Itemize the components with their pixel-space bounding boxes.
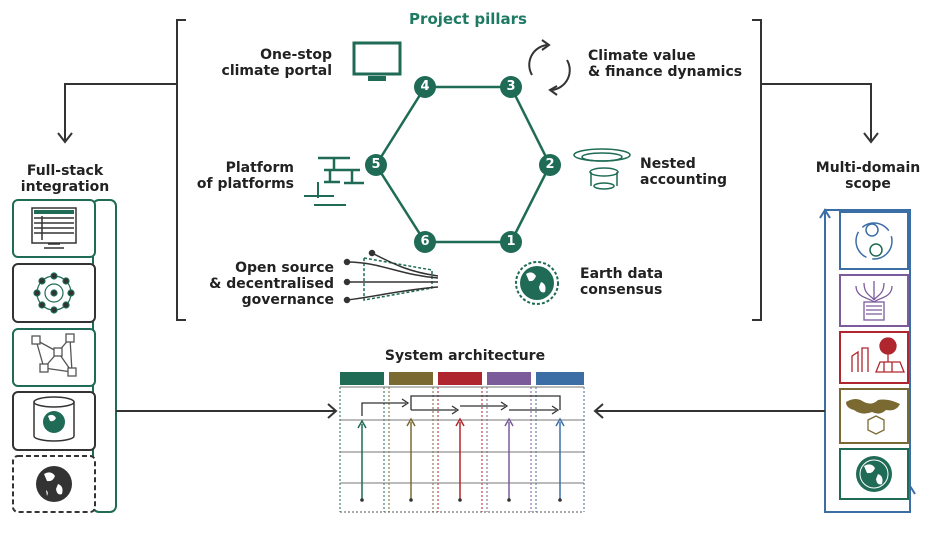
data-tree-icon xyxy=(855,281,893,321)
pillar-1-line2: consensus xyxy=(580,282,663,298)
platform-tree-icon xyxy=(304,156,364,206)
pillar-badge-1: 1 xyxy=(500,231,522,253)
right-card-finance xyxy=(839,211,909,270)
pillars-title: Project pillars xyxy=(409,10,527,28)
architecture-table xyxy=(339,372,585,513)
portal-screen-icon xyxy=(31,207,77,249)
monitor-icon xyxy=(352,41,402,81)
left-title-line2: integration xyxy=(20,179,110,195)
right-card-energy xyxy=(839,331,909,384)
left-bracket-arrow xyxy=(64,83,177,140)
nested-rings-icon xyxy=(573,148,631,190)
pillar-6-line1: Open source xyxy=(235,260,334,276)
right-card-land xyxy=(839,388,909,444)
earth-green-icon xyxy=(856,456,892,492)
pillar-3-line1: Climate value xyxy=(588,48,696,64)
governance-funnel-icon xyxy=(343,249,439,304)
pillar-4-line1: One-stop xyxy=(260,47,332,63)
cycle-arrows-icon xyxy=(528,39,571,96)
pillar-6-line3: governance xyxy=(241,292,334,308)
left-stack-rail xyxy=(92,199,117,513)
pillar-label-2: Nested accounting xyxy=(640,156,750,188)
finance-cycle-icon xyxy=(855,222,893,260)
graph-cubes-icon xyxy=(31,333,77,377)
pillar-5-line2: of platforms xyxy=(196,176,294,192)
left-title-line1: Full-stack xyxy=(26,163,104,179)
left-panel-title: Full-stack integration xyxy=(0,163,130,195)
pillar-4-line2: climate portal xyxy=(221,63,332,79)
pillar-3-line2: & finance dynamics xyxy=(588,64,743,80)
pillar-6-line2: & decentralised xyxy=(209,276,334,292)
pillar-hexagon xyxy=(374,85,552,244)
database-globe-icon xyxy=(33,396,75,442)
architecture-title: System architecture xyxy=(384,348,546,364)
globe-icon xyxy=(515,261,559,305)
pillar-badge-5: 5 xyxy=(365,154,387,176)
pillar-2-line2: accounting xyxy=(640,172,728,188)
pillar-label-1: Earth data consensus xyxy=(580,266,700,298)
pillar-label-6: Open source & decentralised governance xyxy=(190,260,334,308)
land-map-icon xyxy=(846,399,900,435)
pillar-label-5: Platform of platforms xyxy=(180,160,294,192)
right-title-line1: Multi-domain xyxy=(815,160,921,176)
pillar-badge-6: 6 xyxy=(414,231,436,253)
pillar-2-line1: Nested xyxy=(640,156,696,172)
left-bracket xyxy=(176,19,186,321)
network-nodes-icon xyxy=(33,272,75,314)
pillar-label-3: Climate value & finance dynamics xyxy=(588,48,758,80)
pillar-5-line1: Platform xyxy=(225,160,294,176)
right-card-data xyxy=(839,274,909,327)
pillar-badge-4: 4 xyxy=(414,76,436,98)
earth-icon xyxy=(36,466,72,502)
right-bracket xyxy=(752,19,762,321)
right-panel-title: Multi-domain scope xyxy=(800,160,936,192)
pillar-badge-2: 2 xyxy=(539,154,561,176)
energy-plant-icon xyxy=(851,337,905,373)
right-bracket-arrow xyxy=(761,83,872,140)
pillar-label-4: One-stop climate portal xyxy=(200,47,332,79)
pillar-badge-3: 3 xyxy=(500,76,522,98)
right-title-line2: scope xyxy=(845,176,891,192)
pillar-1-line1: Earth data xyxy=(580,266,664,282)
